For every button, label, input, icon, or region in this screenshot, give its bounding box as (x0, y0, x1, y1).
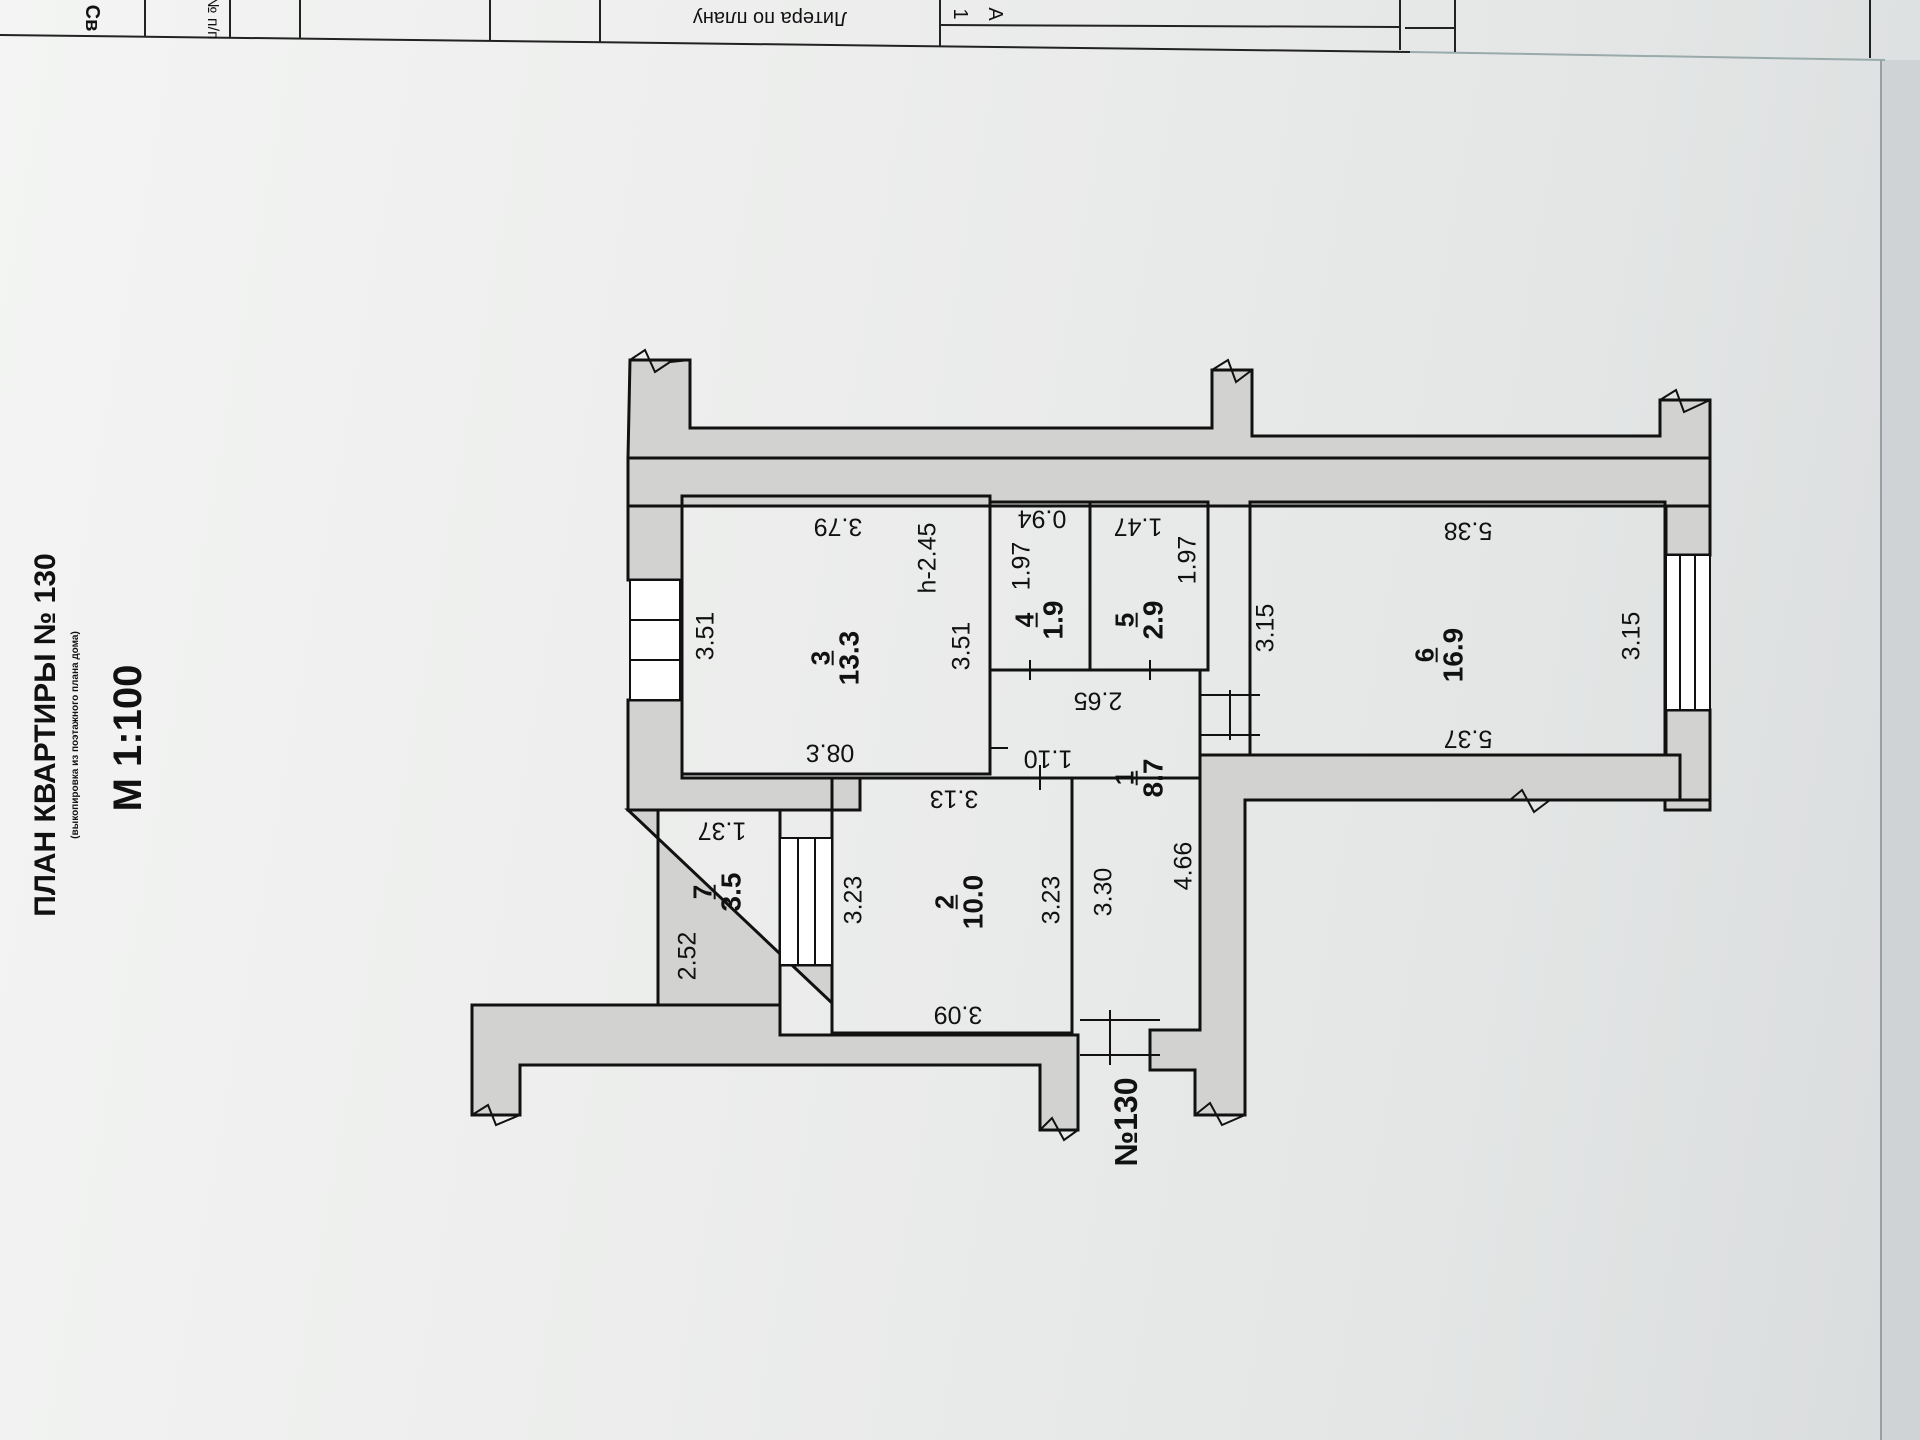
form-header-strip (0, 0, 1886, 61)
room-4-label: 4 1.9 (1009, 600, 1069, 640)
dim-r2-bottom: 3.09 (933, 1000, 983, 1029)
windows (629, 554, 1711, 966)
walls (470, 358, 1712, 1132)
plan-subtitle: (выкопировка из поэтажного плана дома) (70, 631, 81, 839)
header-val-num: 1 (949, 8, 971, 20)
header-val-liter: А (984, 7, 1006, 21)
dim-r6-top: 5.38 (1443, 516, 1493, 545)
room-1-label: 1 8.7 (1109, 758, 1169, 798)
dim-r7-top: 1.37 (697, 816, 747, 845)
room-area: 16.9 (1437, 627, 1469, 683)
room-3-label: 3 13.3 (805, 630, 865, 686)
hall-outline-a (990, 668, 1245, 757)
dim-r2-right: 3.23 (1037, 875, 1066, 925)
room-6-label: 6 16.9 (1409, 627, 1469, 683)
header-col-sv: Св (81, 4, 103, 32)
dim-r5-right: 1.97 (1173, 535, 1202, 585)
header-liter: Литера по плану (692, 7, 848, 29)
dim-hall-left: 3.30 (1089, 867, 1118, 917)
dim-r3-top: 3.79 (813, 512, 863, 541)
plan-scale: М 1:100 (106, 664, 150, 812)
dim-r5-top: 1.47 (1113, 512, 1163, 541)
dim-r3-bottom: 3.80 (805, 738, 855, 767)
dim-r6-right: 3.15 (1617, 611, 1646, 661)
dim-r2-top: 3.13 (929, 784, 979, 813)
header-col-no: № п/п (204, 0, 221, 40)
room-area: 1.9 (1037, 600, 1069, 640)
room-number: 2 (929, 894, 960, 910)
room-2-label: 2 10.0 (929, 874, 989, 930)
underlying-sheet (1880, 60, 1920, 1440)
dim-r6-left: 3.15 (1251, 603, 1280, 653)
room-area: 3.5 (715, 872, 747, 912)
dim-hall-right: 4.66 (1169, 841, 1198, 891)
dim-r4-top: 0.94 (1017, 504, 1067, 533)
room-area: 8.7 (1137, 758, 1169, 798)
doors (990, 660, 1260, 1065)
ceiling-height: h-2.45 (913, 522, 942, 594)
room-area: 10.0 (957, 874, 989, 930)
dim-r3-left: 3.51 (691, 611, 720, 661)
dim-hall-door: 2.65 (1073, 686, 1123, 715)
dim-r7-left: 2.52 (673, 931, 702, 981)
room-number: 4 (1009, 612, 1040, 628)
room-area: 13.3 (833, 630, 865, 686)
room-5-label: 5 2.9 (1109, 600, 1169, 640)
plan-title: ПЛАН КВАРТИРЫ № 130 (29, 553, 62, 917)
dim-r3-right: 3.51 (947, 621, 976, 671)
room-area: 2.9 (1137, 600, 1169, 640)
apartment-number: №130 (1108, 1077, 1144, 1167)
break-marks (471, 348, 1711, 1142)
room-7-label: 7 3.5 (687, 872, 747, 912)
room-number: 5 (1109, 612, 1140, 628)
room-number: 3 (805, 650, 836, 666)
dim-hall-width: 1.10 (1023, 744, 1073, 773)
room-number: 7 (687, 884, 718, 900)
dim-r2-left: 3.23 (839, 875, 868, 925)
dim-r4-right: 1.97 (1007, 541, 1036, 591)
room-number: 6 (1409, 647, 1440, 663)
dim-r6-bottom: 5.37 (1443, 724, 1493, 753)
room-number: 1 (1109, 770, 1140, 786)
